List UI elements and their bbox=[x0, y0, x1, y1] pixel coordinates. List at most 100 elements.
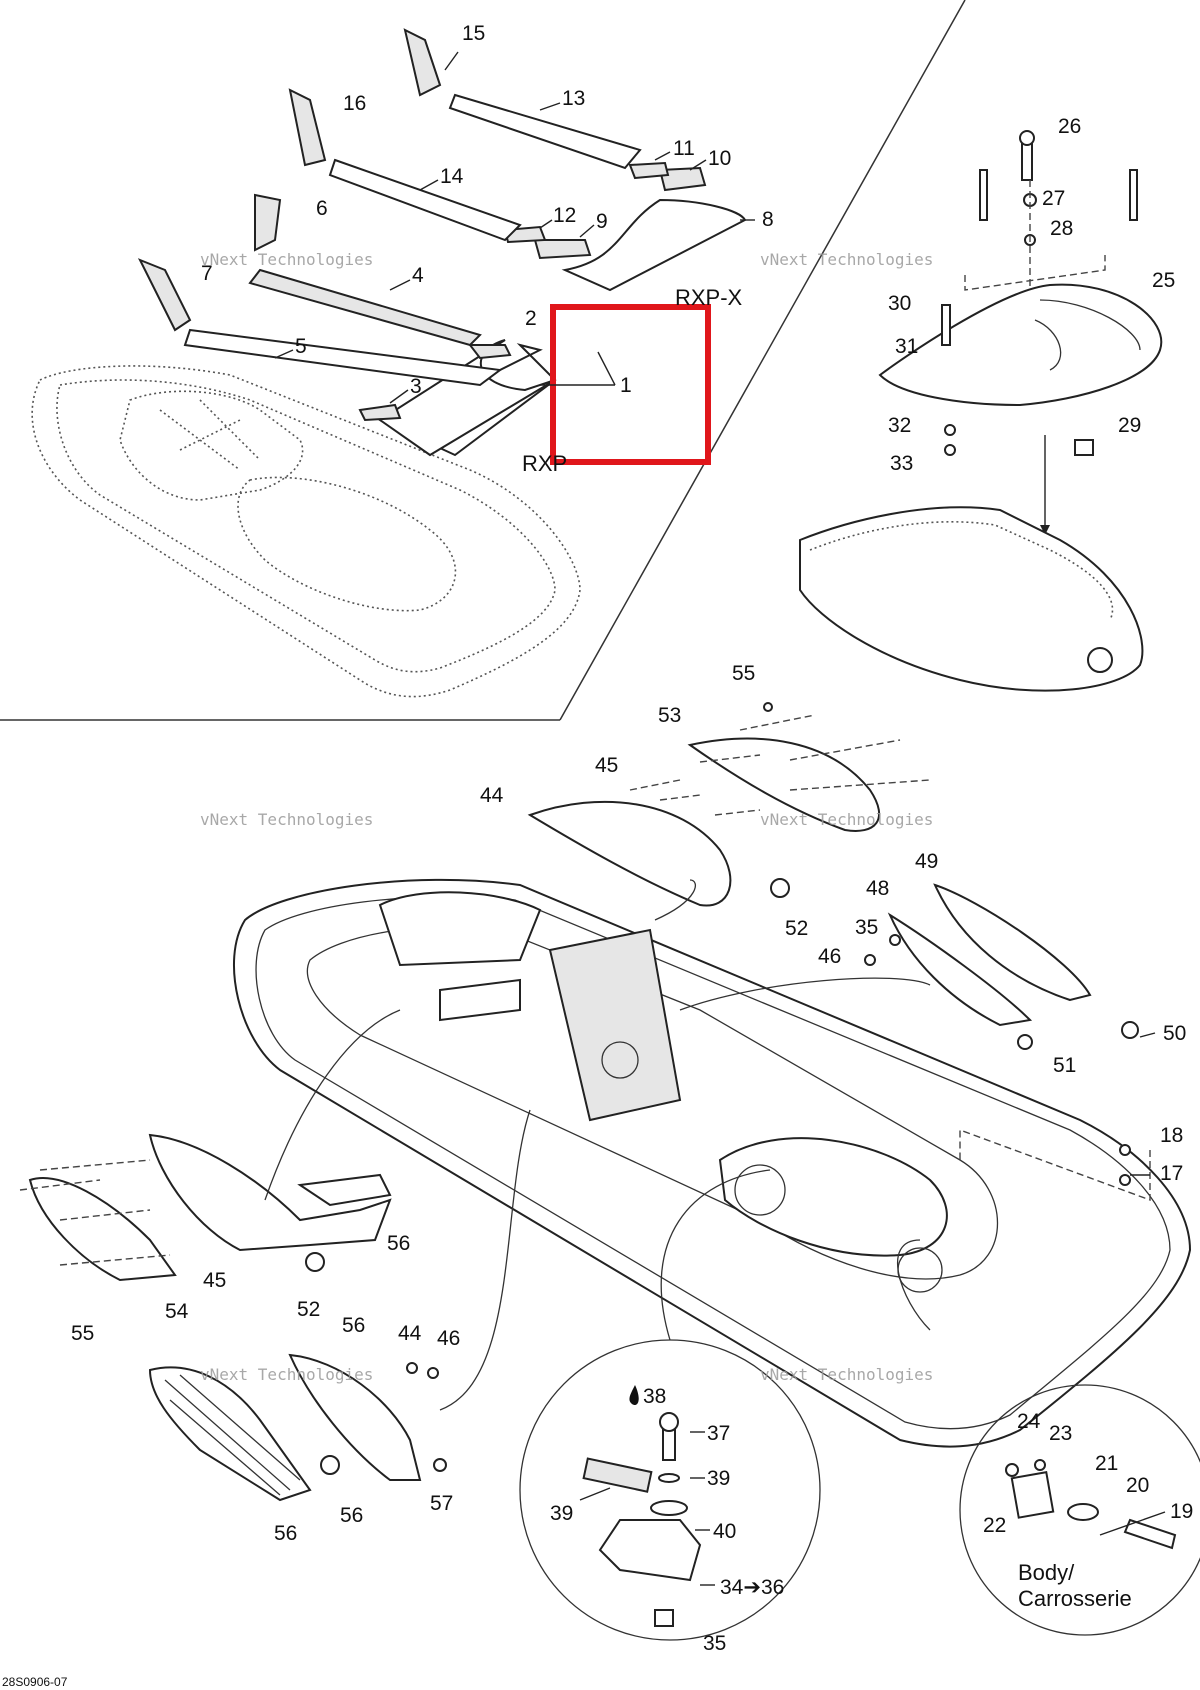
decal-4 bbox=[248, 268, 482, 347]
label-34-36: 34➔36 bbox=[720, 1576, 784, 1599]
inset-divider bbox=[0, 0, 966, 721]
label-17: 17 bbox=[1160, 1162, 1183, 1185]
latch-34 bbox=[598, 1519, 702, 1582]
label-23: 23 bbox=[1049, 1422, 1072, 1445]
label-32: 32 bbox=[888, 414, 911, 437]
side-panels-bottom bbox=[148, 1353, 422, 1502]
washer-40 bbox=[650, 1500, 688, 1516]
label-41: 44 bbox=[480, 784, 504, 807]
label-52-bottom: 55 bbox=[71, 1322, 94, 1345]
label-29: 29 bbox=[1118, 414, 1141, 437]
decal-16 bbox=[288, 88, 327, 167]
label-4: 4 bbox=[412, 264, 424, 287]
part-labels: 15 16 13 11 10 14 6 12 9 8 7 4 RXP-X 2 5… bbox=[2, 22, 1193, 1689]
panel-50 bbox=[687, 737, 881, 832]
label-8: 8 bbox=[762, 208, 774, 231]
label-25: 25 bbox=[1152, 269, 1175, 292]
label-43-top: 46 bbox=[818, 945, 841, 968]
body-label-line1: Body/ bbox=[1018, 1560, 1075, 1585]
side-panels-top bbox=[527, 714, 931, 907]
label-39: 39 bbox=[707, 1467, 730, 1490]
decal-5 bbox=[183, 328, 503, 387]
label-13: 13 bbox=[562, 87, 585, 110]
label-20: 20 bbox=[1126, 1474, 1149, 1497]
figure-code: 28S0906-07 bbox=[2, 1675, 68, 1689]
panel-53 bbox=[148, 1133, 392, 1252]
label-38: 38 bbox=[643, 1385, 666, 1408]
panel-45 bbox=[887, 912, 1033, 1027]
label-42-top: 45 bbox=[595, 754, 618, 777]
label-11: 11 bbox=[673, 137, 695, 160]
label-15: 15 bbox=[462, 22, 485, 45]
label-35-bottom: 35 bbox=[703, 1632, 726, 1655]
label-3: 3 bbox=[410, 375, 422, 398]
oil-drop-icon bbox=[629, 1385, 639, 1406]
model-label-rxp: RXP bbox=[522, 451, 567, 476]
decal-2 bbox=[467, 344, 512, 360]
label-2: 2 bbox=[525, 307, 537, 330]
label-44: 44 bbox=[398, 1322, 422, 1345]
svg-text:vNext Technologies: vNext Technologies bbox=[760, 250, 933, 269]
washer-39 bbox=[658, 1473, 680, 1483]
label-31: 31 bbox=[895, 335, 918, 358]
label-54: 56 bbox=[342, 1314, 365, 1337]
svg-text:vNext Technologies: vNext Technologies bbox=[760, 810, 933, 829]
label-50: 53 bbox=[658, 704, 681, 727]
label-10: 10 bbox=[708, 147, 731, 170]
label-55: 56 bbox=[274, 1522, 297, 1545]
label-42-bottom: 45 bbox=[203, 1269, 226, 1292]
label-36: 39 bbox=[550, 1502, 573, 1525]
decal-10 bbox=[658, 166, 707, 192]
nut-29 bbox=[1074, 439, 1094, 456]
label-12: 12 bbox=[553, 204, 576, 227]
side-panels-right bbox=[887, 883, 1139, 1050]
label-21: 21 bbox=[1095, 1452, 1118, 1475]
leader-curves bbox=[264, 879, 931, 1411]
label-5: 5 bbox=[295, 335, 307, 358]
panel-55 bbox=[148, 1366, 312, 1502]
label-1: 1 bbox=[620, 374, 632, 397]
label-49-bottom: 52 bbox=[297, 1298, 320, 1321]
svg-text:vNext Technologies: vNext Technologies bbox=[200, 250, 373, 269]
label-28: 28 bbox=[1050, 217, 1073, 240]
body-label-line2: Carrosserie bbox=[1018, 1586, 1132, 1611]
panel-54 bbox=[288, 1353, 422, 1481]
decal-3 bbox=[358, 403, 402, 422]
label-51: 54 bbox=[165, 1300, 189, 1323]
decal-group-rxp bbox=[137, 193, 557, 457]
panel-41 bbox=[527, 800, 732, 907]
label-56: 56 bbox=[340, 1504, 363, 1527]
pad-36 bbox=[582, 1457, 653, 1493]
label-47: 50 bbox=[1163, 1022, 1186, 1045]
decal-9 bbox=[533, 239, 592, 260]
svg-text:vNext Technologies: vNext Technologies bbox=[200, 1365, 373, 1384]
decal-14 bbox=[328, 158, 522, 242]
label-22: 22 bbox=[983, 1514, 1006, 1537]
decal-6 bbox=[254, 193, 282, 252]
label-7: 7 bbox=[201, 262, 213, 285]
label-26: 26 bbox=[1058, 115, 1081, 138]
label-9: 9 bbox=[596, 210, 608, 233]
decal-8 bbox=[561, 198, 747, 292]
detail-circle-eyelet bbox=[959, 1384, 1200, 1636]
hull-main bbox=[233, 878, 1192, 1448]
panel-51 bbox=[28, 1177, 177, 1282]
label-46: 49 bbox=[915, 850, 938, 873]
label-43-bottom: 46 bbox=[437, 1327, 460, 1350]
label-24: 24 bbox=[1017, 1410, 1041, 1433]
label-37: 37 bbox=[707, 1422, 730, 1445]
label-16: 16 bbox=[343, 92, 366, 115]
seat-rear bbox=[799, 506, 1144, 692]
leader-lines bbox=[274, 51, 1166, 1586]
nut-35 bbox=[654, 1609, 674, 1627]
grab-handle-25 bbox=[878, 283, 1163, 407]
label-30: 30 bbox=[888, 292, 911, 315]
decal-13 bbox=[448, 93, 642, 170]
label-18: 18 bbox=[1160, 1124, 1183, 1147]
decal-11 bbox=[628, 161, 670, 180]
label-57: 57 bbox=[430, 1492, 453, 1515]
label-48: 51 bbox=[1053, 1054, 1076, 1077]
label-14: 14 bbox=[440, 165, 464, 188]
label-19: 19 bbox=[1170, 1500, 1193, 1523]
